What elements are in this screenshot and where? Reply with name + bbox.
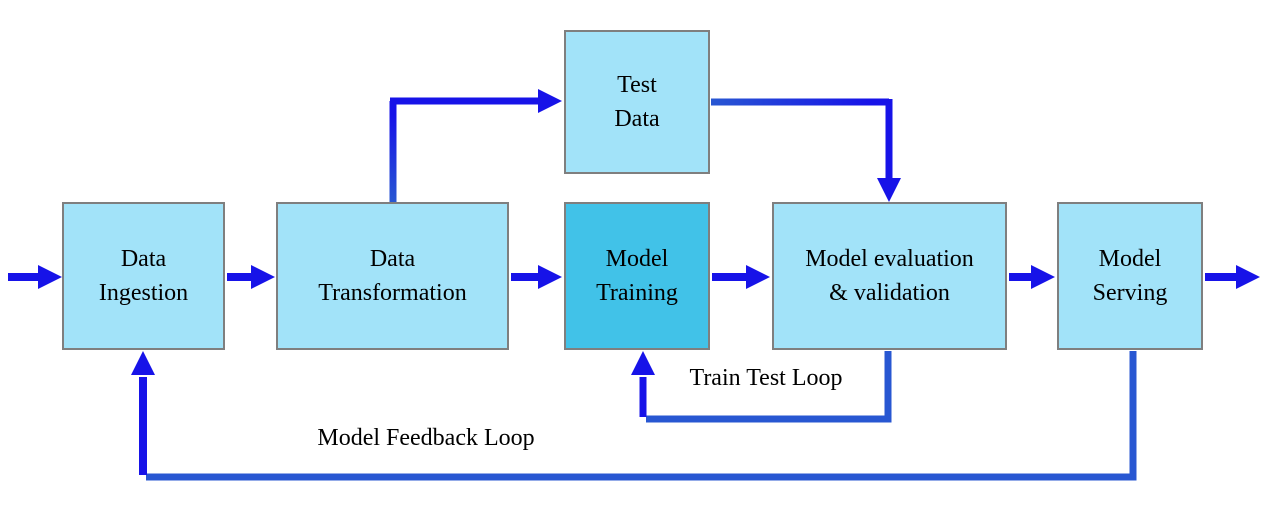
box-test-data: Test Data xyxy=(564,30,710,174)
connector-test-data-to-evaluation xyxy=(711,98,901,202)
box-label-line: Data xyxy=(120,246,167,272)
label-model-feedback-loop: Model Feedback Loop xyxy=(317,425,535,451)
box-label-line: Model xyxy=(605,246,669,272)
connector-model-feedback-loop xyxy=(131,351,1137,481)
box-label-line: Transformation xyxy=(318,280,467,306)
box-label-line: Data xyxy=(614,106,660,132)
box-label-line: Model xyxy=(1098,246,1162,272)
box-model-training: Model Training xyxy=(564,202,710,350)
box-model-serving: Model Serving xyxy=(1057,202,1203,350)
box-data-ingestion: Data Ingestion xyxy=(62,202,225,350)
box-label-line: Model evaluation xyxy=(805,246,974,272)
box-label-line: Ingestion xyxy=(98,280,189,306)
box-label-line: & validation xyxy=(829,280,950,306)
label-train-test-loop: Train Test Loop xyxy=(689,365,843,391)
arrow-evaluation-to-serving xyxy=(1009,265,1055,289)
arrow-training-to-evaluation xyxy=(712,265,770,289)
arrow-transformation-to-training xyxy=(511,265,562,289)
box-label-line: Training xyxy=(596,280,678,306)
arrow-input xyxy=(8,265,62,289)
box-label-line: Serving xyxy=(1092,280,1168,306)
connector-transformation-to-test-data xyxy=(389,89,562,202)
arrow-output xyxy=(1205,265,1260,289)
box-label-line: Data xyxy=(369,246,416,272)
box-model-evaluation: Model evaluation & validation xyxy=(772,202,1007,350)
box-label-line: Test xyxy=(617,72,657,98)
box-data-transformation: Data Transformation xyxy=(276,202,509,350)
arrow-ingestion-to-transformation xyxy=(227,265,275,289)
connector-train-test-loop xyxy=(631,351,892,423)
